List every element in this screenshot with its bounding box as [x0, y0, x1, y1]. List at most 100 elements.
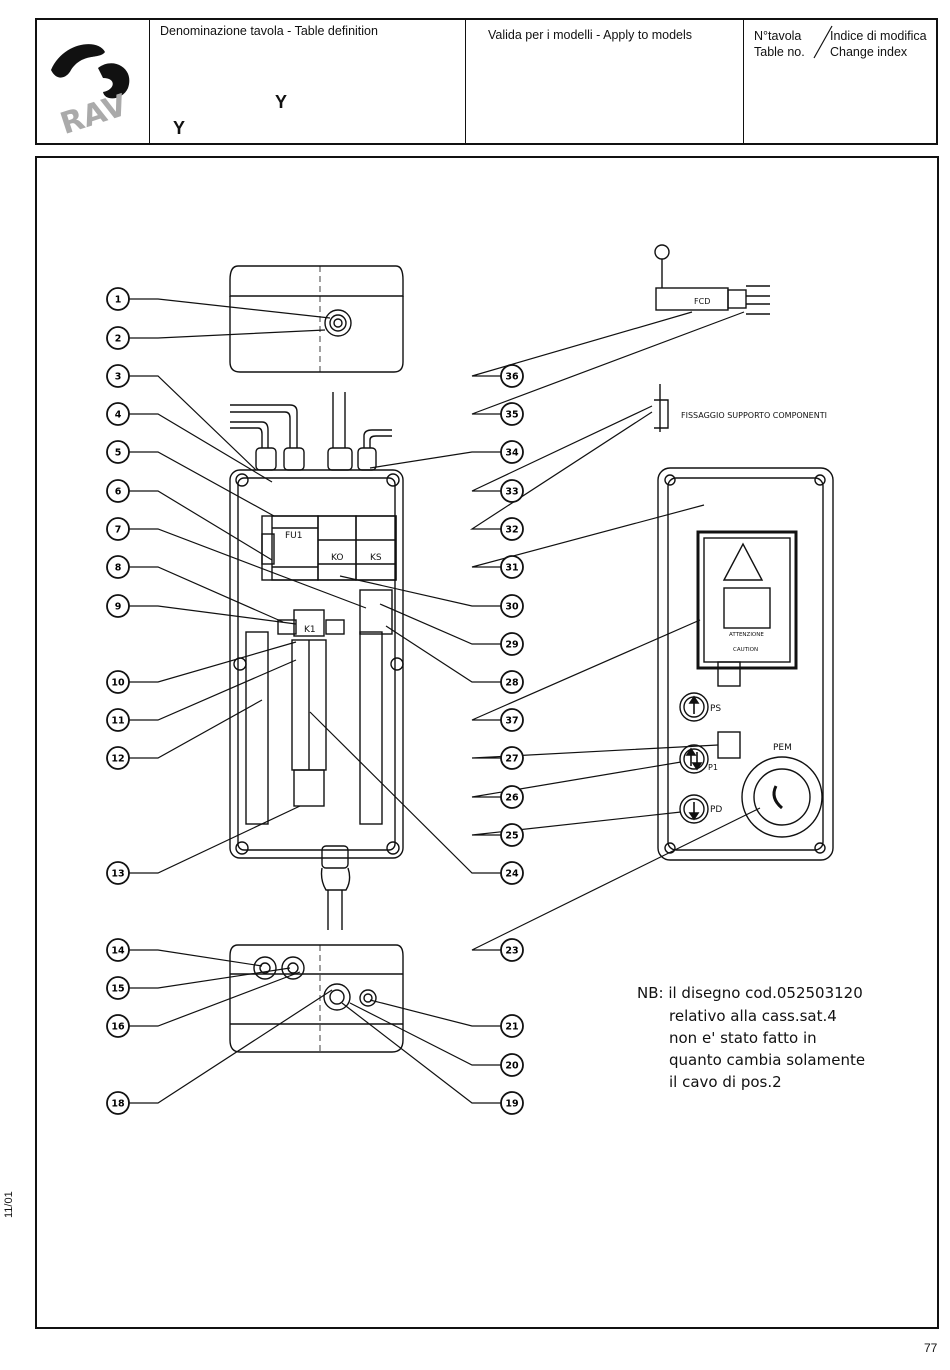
- callout-number-13: 13: [111, 869, 124, 880]
- emergency-stop-pem: [741, 756, 823, 838]
- callout-number-9: 9: [115, 602, 122, 613]
- callout-circle-12: [106, 746, 130, 770]
- company-logo: RAV: [43, 30, 143, 142]
- callout-number-1: 1: [115, 295, 122, 306]
- callout-number-5: 5: [115, 448, 122, 459]
- leader-line-8: [129, 566, 284, 623]
- component-labels: FU1 KO KS K1 FCD PS P1 PD PEM ATTENZIONE…: [285, 297, 827, 815]
- button-ps: [679, 692, 709, 722]
- callout-number-6: 6: [115, 487, 122, 498]
- label-ks: KS: [370, 553, 382, 563]
- front-panel: [657, 467, 834, 861]
- indicator-27: [717, 731, 741, 759]
- gland-1: [255, 447, 277, 471]
- label-ps: PS: [710, 704, 721, 714]
- bottom-gland-1: [253, 956, 277, 980]
- page-number: 77: [924, 1341, 938, 1355]
- callout-circle-11: [106, 708, 130, 732]
- gland-4: [357, 447, 377, 471]
- leader-line-37: [471, 619, 701, 721]
- leader-line-18: [129, 989, 333, 1104]
- leader-lines: [129, 298, 761, 1104]
- callout-number-26: 26: [505, 793, 519, 804]
- callout-circle-32: [500, 517, 524, 541]
- label-pem: PEM: [773, 743, 792, 753]
- button-pd: [679, 794, 709, 824]
- button-symbols: [685, 695, 783, 821]
- din-support-bracket: [654, 384, 669, 432]
- callout-circle-34: [500, 440, 524, 464]
- callout-number-31: 31: [505, 563, 518, 574]
- note-line-3: non e' stato fatto in: [669, 1029, 817, 1047]
- callout-circle-7: [106, 517, 130, 541]
- callout-circle-28: [500, 670, 524, 694]
- callout-circle-3: [106, 364, 130, 388]
- leader-line-23: [471, 807, 761, 951]
- callout-circle-20: [500, 1053, 524, 1077]
- leader-line-10: [129, 641, 297, 683]
- callout-circle-33: [500, 479, 524, 503]
- callout-circle-26: [500, 785, 524, 809]
- callout-number-28: 28: [505, 678, 519, 689]
- callout-number-35: 35: [505, 410, 518, 421]
- definition-label: Denominazione tavola - Table definition: [160, 24, 378, 38]
- callout-circle-4: [106, 402, 130, 426]
- callout-number-21: 21: [505, 1022, 518, 1033]
- callout-circle-27: [500, 746, 524, 770]
- callout-circle-36: [500, 364, 524, 388]
- note-line-4: quanto cambia solamente: [669, 1051, 865, 1069]
- callout-number-24: 24: [505, 869, 519, 880]
- callout-circle-15: [106, 976, 130, 1000]
- label-ko: KO: [331, 553, 344, 563]
- callout-circle-24: [500, 861, 524, 885]
- title-line-1: Y: [275, 92, 288, 112]
- bottom-gland-3: [323, 983, 351, 1011]
- index-en: Change index: [830, 45, 908, 59]
- label-caution: CAUTION: [733, 647, 758, 653]
- drawing-frame: [35, 156, 939, 1329]
- leader-line-16: [129, 971, 301, 1027]
- leader-line-29: [379, 603, 501, 645]
- leader-line-3: [129, 375, 257, 471]
- transformer: [359, 589, 393, 635]
- callout-circle-25: [500, 823, 524, 847]
- leader-line-36: [471, 311, 693, 377]
- leader-line-1: [129, 298, 331, 319]
- leader-line-15: [129, 967, 291, 989]
- leader-line-2: [129, 329, 326, 339]
- callout-number-4: 4: [115, 410, 122, 421]
- leader-line-13: [129, 805, 301, 874]
- contactor-ko: [317, 515, 357, 581]
- callout-circle-16: [106, 1014, 130, 1038]
- table-no-it: N°tavola: [754, 29, 802, 43]
- note-line-2: relativo alla cass.sat.4: [669, 1007, 837, 1025]
- callout-number-12: 12: [111, 754, 124, 765]
- callout-number-33: 33: [505, 487, 518, 498]
- callout-circle-8: [106, 555, 130, 579]
- note-line-5: il cavo di pos.2: [669, 1073, 782, 1091]
- callout-number-16: 16: [111, 1022, 125, 1033]
- leader-line-35: [471, 311, 745, 415]
- label-fcd: FCD: [694, 297, 710, 306]
- leader-line-4: [129, 413, 273, 483]
- left-rail: [245, 631, 269, 825]
- leader-line-5: [129, 451, 275, 517]
- callout-circle-6: [106, 479, 130, 503]
- callout-number-19: 19: [505, 1099, 518, 1110]
- callout-circle-10: [106, 670, 130, 694]
- leader-line-26: [471, 761, 682, 798]
- callout-number-7: 7: [115, 525, 122, 536]
- drawing-geometry: [229, 244, 834, 1053]
- drawing-note: NB: il disegno cod.052503120 relativo al…: [637, 984, 865, 1091]
- label-pd: PD: [710, 805, 722, 815]
- callout-number-23: 23: [505, 946, 518, 957]
- callout-circle-1: [106, 287, 130, 311]
- title-line-2: Y: [173, 118, 186, 138]
- bottom-gland-4: [359, 989, 377, 1007]
- button-p1: [679, 744, 709, 774]
- contactor-ks: [355, 515, 397, 581]
- label-k1: K1: [304, 625, 316, 635]
- callout-circle-29: [500, 632, 524, 656]
- callout-circle-31: [500, 555, 524, 579]
- index-it: Indice di modifica: [830, 29, 927, 43]
